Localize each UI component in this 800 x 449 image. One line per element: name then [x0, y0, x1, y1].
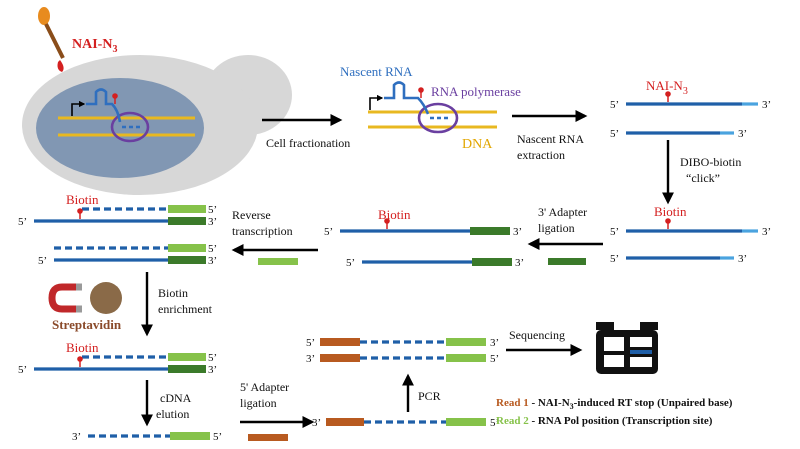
biotin-label-left-top: Biotin	[66, 192, 99, 207]
rna-extraction-label-1: Nascent RNA	[517, 132, 584, 146]
dibo-label-2: “click”	[686, 171, 720, 185]
nascent-rna-label: Nascent RNA	[340, 64, 413, 79]
adapter5-label-1: 5' Adapter	[240, 380, 289, 394]
nai-n3-label-right: NAI-N3	[646, 78, 688, 97]
sequencer-icon	[596, 322, 658, 374]
hybrid-1: 5’ 5’ 3’	[18, 204, 217, 228]
svg-text:5’: 5’	[490, 417, 499, 429]
svg-text:5’: 5’	[38, 255, 47, 267]
svg-text:3’: 3’	[208, 255, 217, 267]
rna-strand-biotin-right: 5’ 3’	[610, 218, 771, 238]
elution-label-1: cDNA	[160, 391, 192, 405]
rt-label-2: transcription	[232, 224, 293, 238]
svg-text:5’: 5’	[213, 431, 222, 443]
svg-text:3’: 3’	[513, 226, 522, 238]
svg-text:3’: 3’	[208, 364, 217, 376]
enrich-label-2: enrichment	[158, 302, 213, 316]
polymerase	[110, 111, 150, 143]
svg-text:5’: 5’	[208, 204, 217, 216]
svg-text:5’: 5’	[18, 364, 27, 376]
svg-text:3’: 3’	[762, 226, 771, 238]
rna-strand-ligated-1: 5’ 3’	[324, 218, 522, 238]
rna-polymerase-label: RNA polymerase	[431, 84, 521, 99]
svg-text:5’: 5’	[490, 353, 499, 365]
chromatin-fraction	[368, 81, 497, 134]
ligated-cdna: 3’ 5’	[312, 417, 499, 429]
svg-text:5’: 5’	[610, 99, 619, 111]
pcr-product-2: 3’ 5’	[306, 353, 499, 365]
rna-strand-labeled: 5’ 3’	[610, 91, 771, 111]
biotin-marker	[112, 93, 118, 104]
legend-read2: Read 2 - RNA Pol position (Transcription…	[496, 415, 713, 427]
hybrid-2: 5’ 5’ 3’	[38, 243, 217, 267]
rna-strand-unlabeled: 5’ 3’	[610, 128, 747, 140]
eluted-cdna: 3’ 5’	[72, 431, 222, 443]
nai-n3-label-top: NAI-N3	[72, 37, 117, 55]
dibo-label-1: DIBO-biotin	[680, 155, 741, 169]
cell-fractionation-label: Cell fractionation	[266, 136, 350, 150]
elution-label-2: elution	[156, 407, 189, 421]
adapter5-piece	[248, 434, 288, 441]
svg-text:3’: 3’	[208, 216, 217, 228]
svg-text:5’: 5’	[208, 352, 217, 364]
rna-strand-plain-right: 5’ 3’	[610, 253, 747, 265]
svg-text:3’: 3’	[515, 257, 524, 269]
rna-strand-ligated-2: 5’ 3’	[346, 257, 524, 269]
rt-label-1: Reverse	[232, 208, 271, 222]
biotin-label-mid: Biotin	[378, 207, 411, 222]
adapter3-label-1: 3' Adapter	[538, 205, 587, 219]
biotin-label-right: Biotin	[654, 204, 687, 219]
svg-text:3’: 3’	[762, 99, 771, 111]
svg-text:3’: 3’	[312, 417, 321, 429]
dna-label: DNA	[462, 137, 493, 152]
enriched-hybrid: 5’ 5’ 3’	[18, 352, 217, 376]
enrich-label-1: Biotin	[158, 286, 188, 300]
adapter3-label-2: ligation	[538, 221, 575, 235]
adapter5-label-2: ligation	[240, 396, 277, 410]
pipette-icon	[38, 7, 65, 72]
read2-primer-piece	[258, 258, 298, 265]
svg-text:5’: 5’	[346, 257, 355, 269]
sequencing-label: Sequencing	[509, 328, 565, 342]
promoter-arrow	[71, 100, 86, 116]
cell	[22, 55, 292, 195]
adapter3-piece	[548, 258, 586, 265]
pcr-label: PCR	[418, 389, 441, 403]
svg-text:3’: 3’	[72, 431, 81, 443]
rna-extraction-label-2: extraction	[517, 148, 565, 162]
svg-text:5’: 5’	[18, 216, 27, 228]
svg-text:5’: 5’	[610, 226, 619, 238]
svg-text:5’: 5’	[610, 128, 619, 140]
svg-text:3’: 3’	[490, 337, 499, 349]
svg-text:3’: 3’	[738, 253, 747, 265]
magnet-icon	[48, 283, 82, 313]
nucleus	[36, 78, 204, 178]
legend-read1: Read 1 - NAI-N3-induced RT stop (Unpaire…	[496, 397, 733, 411]
streptavidin-label: Streptavidin	[52, 317, 122, 332]
svg-text:5’: 5’	[610, 253, 619, 265]
biotin-label-left-bottom: Biotin	[66, 340, 99, 355]
svg-text:5’: 5’	[306, 337, 315, 349]
bead-icon	[90, 282, 122, 314]
pcr-product-1: 5’ 3’	[306, 337, 499, 349]
nascent-rna	[86, 88, 122, 123]
svg-text:5’: 5’	[208, 243, 217, 255]
svg-text:5’: 5’	[324, 226, 333, 238]
svg-text:3’: 3’	[738, 128, 747, 140]
svg-text:3’: 3’	[306, 353, 315, 365]
